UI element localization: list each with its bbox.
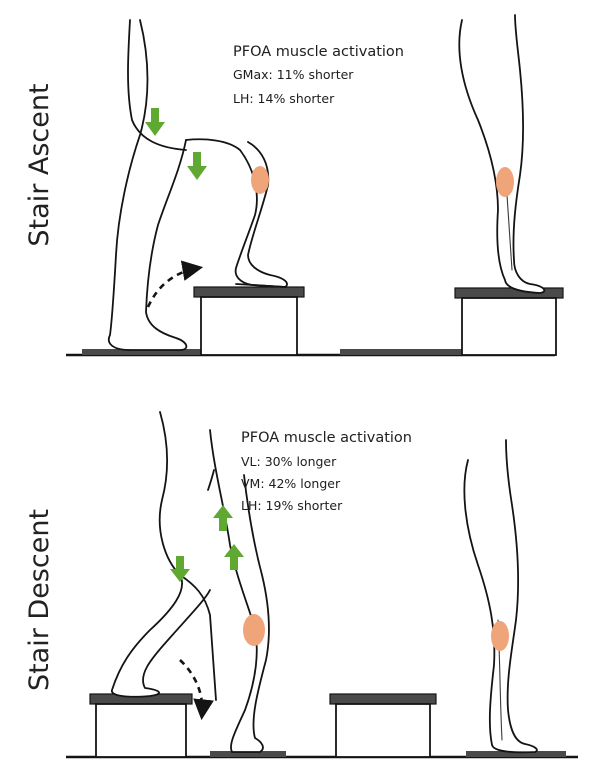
- annotation-line-ascent-1: GMax: 11% shorter: [233, 67, 354, 82]
- knee-marker-descent-left: [243, 614, 265, 646]
- knee-marker-descent-right: [491, 621, 509, 651]
- knee-marker-ascent-right: [496, 167, 514, 197]
- curved-dashed-arrow-icon: [148, 268, 198, 307]
- leg-figure-descent-front: [464, 440, 537, 752]
- step-box-ascent-left: [194, 287, 304, 355]
- panel-stair-ascent: Stair Ascent: [24, 15, 563, 355]
- step-box-descent-right: [330, 694, 436, 757]
- panel-stair-descent: Stair Descent: [24, 412, 578, 757]
- annotation-line-descent-1: VL: 30% longer: [241, 454, 337, 469]
- step-box-ascent-right: [455, 288, 563, 355]
- annotation-title-descent: PFOA muscle activation: [241, 430, 412, 446]
- arrow-down-icon: [187, 152, 207, 180]
- floor-platform-right: [340, 349, 462, 355]
- step-box-descent-left: [90, 694, 192, 757]
- annotation-title-ascent: PFOA muscle activation: [233, 44, 404, 60]
- side-label-ascent: Stair Ascent: [24, 83, 55, 246]
- annotation-line-descent-3: LH: 19% shorter: [241, 498, 343, 513]
- annotation-line-ascent-2: LH: 14% shorter: [233, 91, 335, 106]
- side-label-descent: Stair Descent: [24, 509, 55, 691]
- knee-marker-ascent-left: [251, 166, 269, 194]
- leg-figure-ascent-front: [459, 15, 544, 293]
- annotation-line-descent-2: VM: 42% longer: [241, 476, 341, 491]
